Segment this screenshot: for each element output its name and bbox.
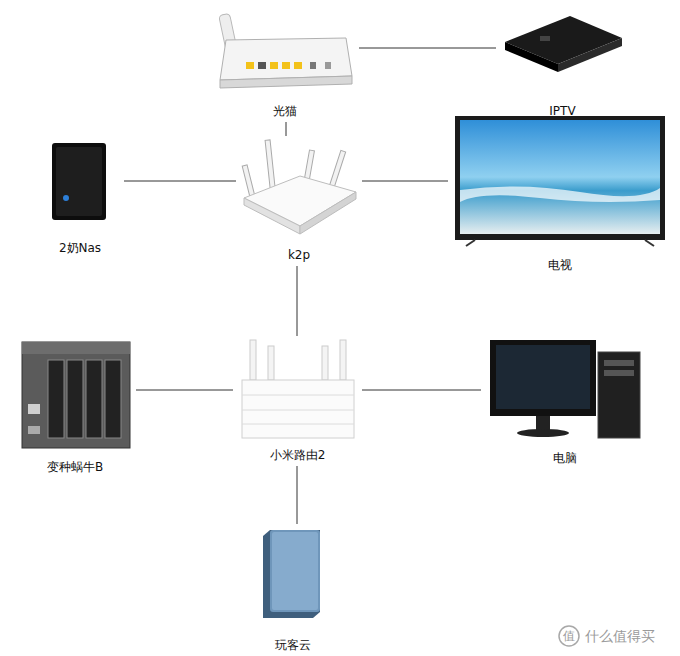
nas-node: 变种蜗牛B xyxy=(18,340,132,474)
device-label: 电脑 xyxy=(485,451,645,465)
modem-node: 光猫 xyxy=(215,8,355,118)
device-label: 玩客云 xyxy=(250,638,336,652)
iptv-node: IPTV xyxy=(500,10,625,118)
device-label: 2奶Nas xyxy=(40,241,120,255)
router-icon xyxy=(242,140,356,234)
computer-icon xyxy=(490,340,640,438)
router-icon xyxy=(242,340,354,438)
network-cable xyxy=(297,466,298,524)
network-cable xyxy=(136,390,233,391)
modem-icon xyxy=(219,13,352,88)
network-cable xyxy=(286,122,287,136)
device-label: IPTV xyxy=(500,104,625,118)
nas-4bay-icon xyxy=(22,342,130,448)
nas-node: 2奶Nas xyxy=(40,138,120,255)
network-cable xyxy=(124,181,236,182)
tv-icon xyxy=(455,116,665,246)
watermark-text: 什么值得买 xyxy=(585,628,655,644)
network-cable xyxy=(362,181,448,182)
router-node: k2p xyxy=(240,140,358,262)
device-label: k2p xyxy=(240,248,358,262)
iptv-box-icon xyxy=(505,16,622,72)
wankeyun-node: 玩客云 xyxy=(250,528,336,652)
tv-node: 电视 xyxy=(452,115,668,272)
device-label: 小米路由2 xyxy=(237,448,358,462)
device-label: 电视 xyxy=(452,258,668,272)
network-cable xyxy=(362,390,481,391)
watermark-badge xyxy=(559,626,579,646)
watermark-mark: 值 xyxy=(563,628,575,644)
router-node: 小米路由2 xyxy=(237,340,358,462)
computer-node: 电脑 xyxy=(485,338,645,465)
network-cable xyxy=(297,266,298,336)
device-label: 光猫 xyxy=(215,104,355,118)
nas-icon xyxy=(52,143,106,220)
network-cable xyxy=(359,48,496,49)
device-label: 变种蜗牛B xyxy=(18,460,132,474)
wankeyun-icon xyxy=(263,530,320,618)
